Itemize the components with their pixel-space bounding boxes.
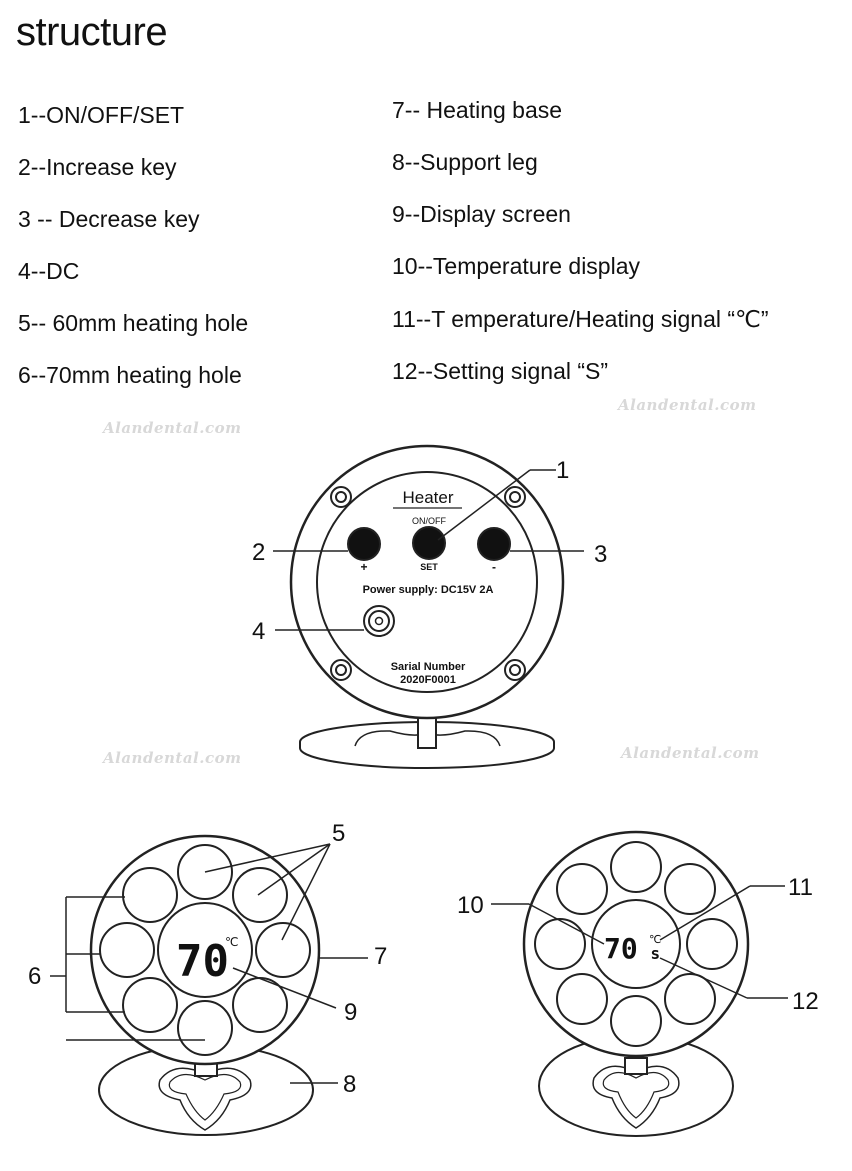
legend-item-1: 1--ON/OFF/SET — [18, 102, 185, 128]
onoff-label: ON/OFF — [412, 516, 446, 526]
heating-hole — [610, 841, 662, 893]
heating-hole — [556, 973, 608, 1025]
callout-7: 7 — [374, 943, 387, 970]
heating-hole-60mm — [177, 844, 233, 900]
brand-label: Heater — [402, 488, 453, 507]
serial-number: 2020F0001 — [400, 674, 456, 686]
heating-hole — [664, 863, 716, 915]
legend-item-4: 4--DC — [18, 258, 80, 284]
legend-item-9: 9--Display screen — [392, 201, 571, 227]
heating-hole-70mm — [99, 922, 155, 978]
legend-item-2: 2--Increase key — [18, 154, 177, 180]
callout-4: 4 — [252, 618, 265, 645]
set-label: SET — [420, 562, 438, 572]
heating-hole — [610, 995, 662, 1047]
callout-2: 2 — [252, 539, 265, 566]
watermark: Alandental.com — [621, 744, 760, 762]
legend-item-7: 7-- Heating base — [392, 97, 563, 123]
heating-hole — [686, 918, 738, 970]
front-view-right — [491, 830, 788, 1137]
legend-item-11: 11--T emperature/Heating signal “℃” — [392, 306, 769, 332]
watermark: Alandental.com — [103, 419, 242, 437]
callout-10: 10 — [457, 892, 484, 919]
legend-item-6: 6--70mm heating hole — [18, 362, 242, 388]
heating-hole-60mm — [255, 922, 311, 978]
callout-8: 8 — [343, 1071, 356, 1098]
temperature-readout: 70 — [176, 936, 229, 987]
celsius-signal: ℃ — [225, 935, 238, 949]
plus-label: + — [360, 560, 367, 574]
screw-icon — [330, 659, 352, 681]
increase-button[interactable] — [347, 527, 381, 561]
celsius-signal: ℃ — [649, 933, 661, 946]
heating-hole — [664, 973, 716, 1025]
heating-hole — [556, 863, 608, 915]
heating-hole-60mm — [232, 867, 288, 923]
heating-hole-70mm — [122, 867, 178, 923]
serial-label: Sarial Number — [391, 661, 466, 673]
callout-6: 6 — [28, 963, 41, 990]
callout-9: 9 — [344, 999, 357, 1026]
front-view-left — [50, 834, 368, 1136]
callout-12: 12 — [792, 988, 819, 1015]
callout-5: 5 — [332, 820, 345, 847]
back-panel — [316, 471, 538, 693]
minus-label: - — [492, 560, 496, 574]
legend-item-8: 8--Support leg — [392, 149, 538, 175]
heating-hole-70mm — [122, 977, 178, 1033]
dc-jack-icon — [363, 605, 395, 637]
back-view — [273, 444, 584, 769]
screw-icon — [504, 486, 526, 508]
heating-hole — [534, 918, 586, 970]
legend-item-12: 12--Setting signal “S” — [392, 358, 609, 384]
watermark: Alandental.com — [103, 749, 242, 767]
onoff-set-button[interactable] — [412, 526, 446, 560]
callout-11: 11 — [788, 874, 813, 901]
power-supply-label: Power supply: DC15V 2A — [363, 584, 494, 596]
screw-icon — [330, 486, 352, 508]
legend-item-5: 5-- 60mm heating hole — [18, 310, 249, 336]
decrease-button[interactable] — [477, 527, 511, 561]
callout-1: 1 — [556, 457, 569, 484]
watermark: Alandental.com — [618, 396, 757, 414]
setting-signal: S — [651, 948, 660, 962]
legend-item-3: 3 -- Decrease key — [18, 206, 200, 232]
display-screen — [591, 899, 681, 989]
legend-item-10: 10--Temperature display — [392, 253, 641, 279]
heating-hole-70mm — [177, 1000, 233, 1056]
screw-icon — [504, 659, 526, 681]
display-screen — [157, 902, 253, 998]
temperature-readout: 70 — [604, 932, 638, 965]
callout-3: 3 — [594, 541, 607, 568]
page-title: structure — [16, 10, 168, 54]
